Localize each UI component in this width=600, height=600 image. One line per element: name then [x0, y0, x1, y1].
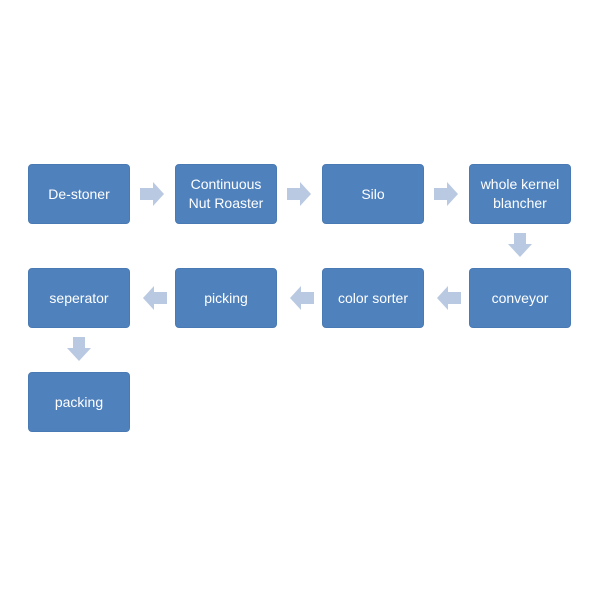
right-arrow-icon: [287, 182, 311, 206]
node-label: packing: [54, 393, 104, 410]
node-seperator: seperator: [28, 268, 130, 328]
node-label: color sorter: [337, 289, 409, 306]
left-arrow-icon: [437, 286, 461, 310]
node-whole-kernel-blancher: whole kernel blancher: [469, 164, 571, 224]
node-packing: packing: [28, 372, 130, 432]
node-label: conveyor: [491, 289, 549, 306]
left-arrow-icon: [143, 286, 167, 310]
node-silo: Silo: [322, 164, 424, 224]
node-de-stoner: De-stoner: [28, 164, 130, 224]
node-conveyor: conveyor: [469, 268, 571, 328]
node-label: Continuous Nut Roaster: [188, 176, 264, 211]
node-label: Silo: [361, 185, 385, 202]
node-label: picking: [204, 289, 248, 306]
node-color-sorter: color sorter: [322, 268, 424, 328]
right-arrow-icon: [434, 182, 458, 206]
node-picking: picking: [175, 268, 277, 328]
right-arrow-icon: [140, 182, 164, 206]
left-arrow-icon: [290, 286, 314, 310]
node-label: seperator: [49, 289, 109, 306]
node-label: De-stoner: [48, 185, 110, 202]
node-continuous-nut-roaster: Continuous Nut Roaster: [175, 164, 277, 224]
node-label: whole kernel blancher: [480, 176, 560, 211]
down-arrow-icon: [67, 337, 91, 361]
down-arrow-icon: [508, 233, 532, 257]
